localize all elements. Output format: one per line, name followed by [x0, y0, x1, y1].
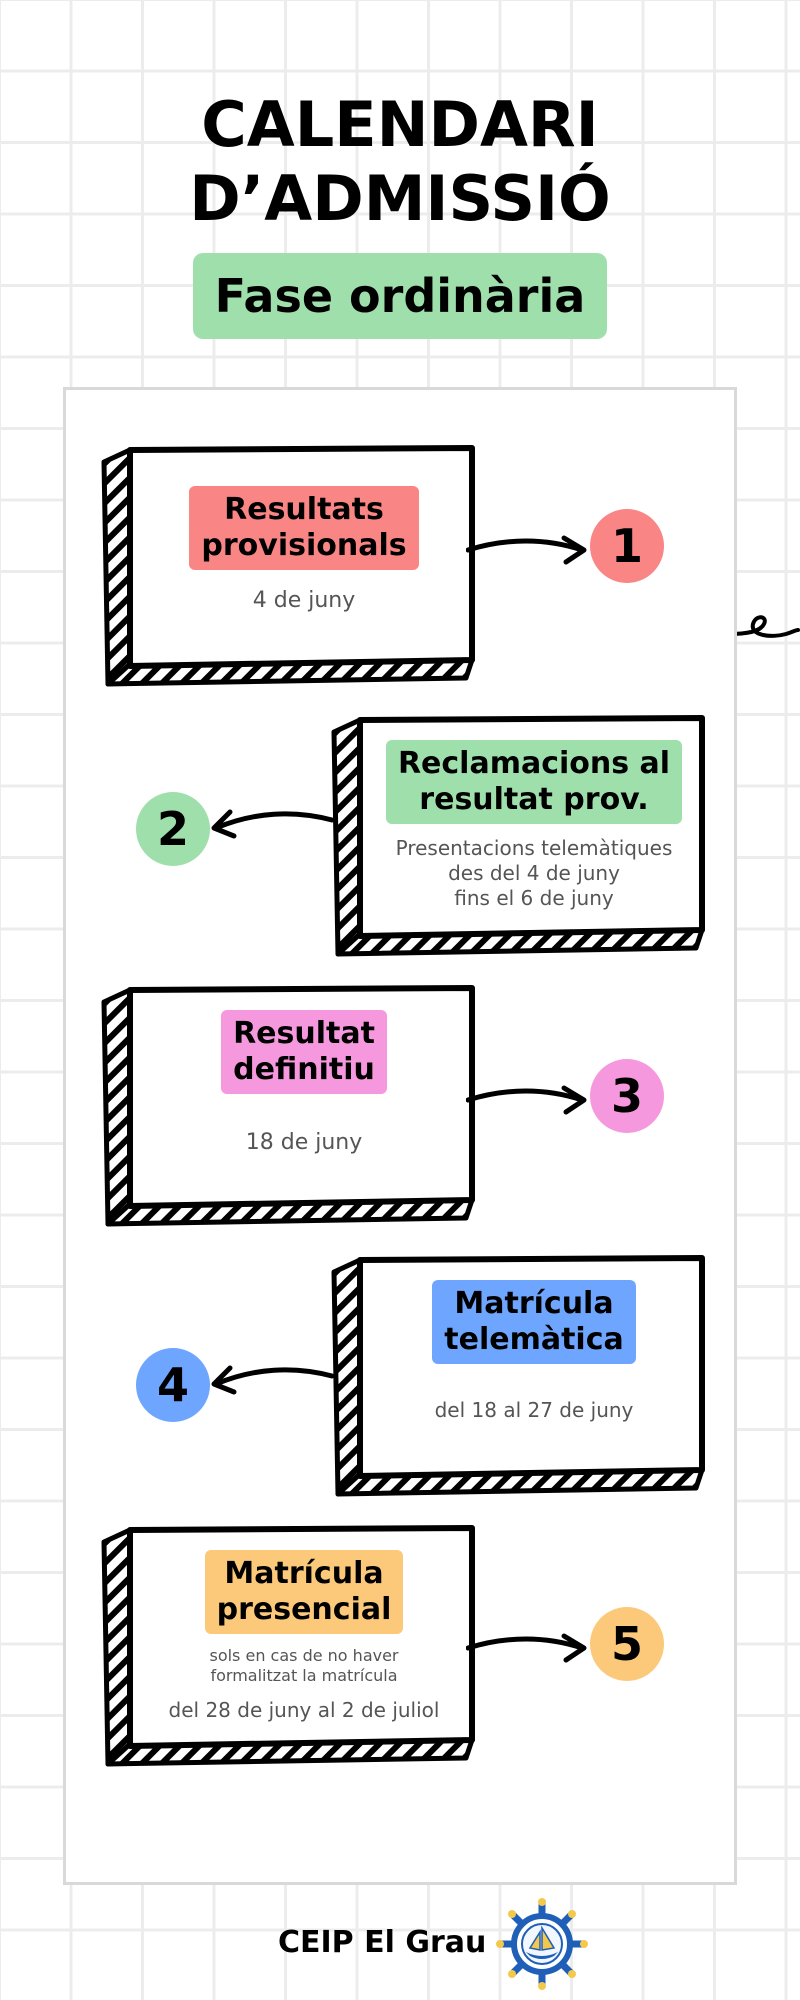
ship-wheel-icon	[496, 1898, 588, 1990]
school-name: CEIP El Grau	[278, 1925, 487, 1960]
step-label-3: Resultat definitiu	[221, 1010, 387, 1094]
step-date-5: del 28 de juny al 2 de juliol	[168, 1698, 440, 1722]
step-date-3: 18 de juny	[245, 1130, 363, 1155]
step-description-2: Presentacions telemàtiques des del 4 de …	[395, 836, 673, 910]
arrow-right-icon-1	[466, 535, 587, 565]
phase-badge: Fase ordinària	[193, 253, 607, 339]
step-number-1: 1	[590, 509, 664, 583]
page-title: CALENDARI D’ADMISSIÓ	[0, 88, 800, 236]
step-label-2: Reclamacions al resultat prov.	[385, 740, 683, 824]
arrow-right-icon-5	[466, 1633, 587, 1663]
step-label-4: Matrícula telemàtica	[432, 1280, 636, 1364]
arrow-left-icon-2	[211, 809, 334, 839]
step-note-5: sols en cas de no haver formalitzat la m…	[209, 1646, 399, 1685]
arrow-right-icon-3	[466, 1085, 587, 1115]
step-number-2: 2	[136, 792, 210, 866]
step-number-5: 5	[590, 1607, 664, 1681]
step-date-1: 4 de juny	[252, 588, 356, 613]
step-number-4: 4	[136, 1348, 210, 1422]
title-line-2: D’ADMISSIÓ	[189, 162, 611, 235]
step-label-1: Resultats provisionals	[189, 486, 419, 570]
arrow-left-icon-4	[211, 1365, 334, 1395]
title-line-1: CALENDARI	[201, 88, 599, 161]
step-label-5: Matrícula presencial	[204, 1550, 404, 1634]
step-card-5: Matrícula presencial sols en cas de no h…	[100, 1524, 475, 1767]
step-card-4: Matrícula telemàtica del 18 al 27 de jun…	[330, 1254, 705, 1497]
step-date-4: del 18 al 27 de juny	[434, 1398, 634, 1422]
step-card-1: Resultats provisionals 4 de juny	[100, 444, 475, 687]
step-card-2: Reclamacions al resultat prov. Presentac…	[330, 714, 705, 957]
squiggle-decoration-icon	[726, 615, 800, 638]
step-number-3: 3	[590, 1059, 664, 1133]
step-card-3: Resultat definitiu 18 de juny	[100, 984, 475, 1227]
